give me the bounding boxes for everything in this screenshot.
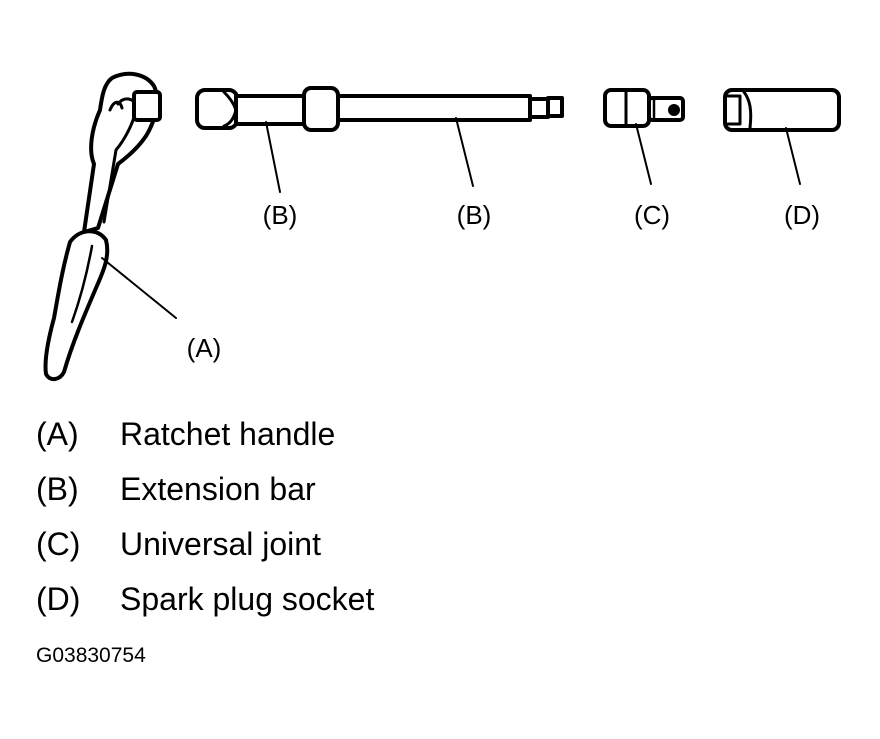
legend-name: Extension bar (120, 471, 316, 507)
legend-name: Ratchet handle (120, 416, 336, 452)
legend-key: (C) (36, 526, 81, 562)
callout-c: (C) (634, 200, 670, 230)
legend-key: (A) (36, 416, 79, 452)
legend-name: Universal joint (120, 526, 321, 562)
callout-b-first: (B) (263, 200, 298, 230)
legend-key: (D) (36, 581, 81, 617)
figure-code: G03830754 (36, 644, 146, 667)
callout-d: (D) (784, 200, 820, 230)
leader-lines (101, 117, 801, 319)
universal-joint-drawing (603, 88, 685, 128)
extension-bar-drawing (195, 86, 564, 132)
legend-name: Spark plug socket (120, 581, 375, 617)
callout-b-second: (B) (457, 200, 492, 230)
ratchet-handle-drawing (43, 71, 162, 381)
legend-key: (B) (36, 471, 79, 507)
spark-plug-socket-drawing (723, 88, 841, 132)
callout-a: (A) (187, 333, 222, 363)
